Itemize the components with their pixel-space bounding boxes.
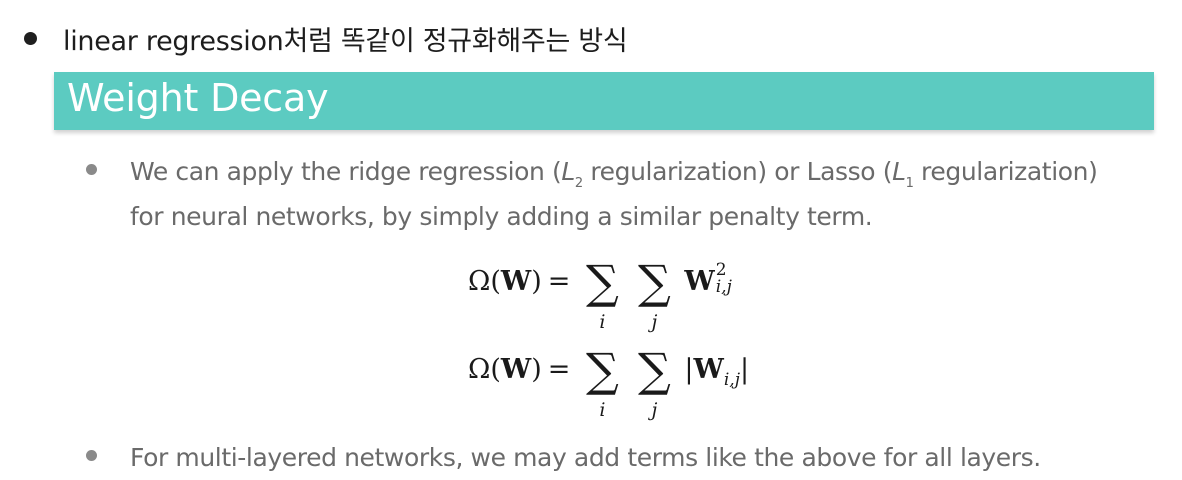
weight-symbol: W: [500, 266, 532, 297]
sum-index: i: [599, 311, 606, 333]
note-text: linear regression처럼 똑같이 정규화해주는 방식: [63, 25, 628, 57]
weight-symbol: W: [693, 354, 724, 385]
omega-open: Ω(: [468, 354, 501, 385]
bullet-dot: [86, 164, 97, 175]
abs-close: |: [739, 354, 750, 385]
l1-subscript: 1: [905, 176, 914, 191]
sum-over-i: ∑ i: [576, 342, 628, 422]
equals-sign: =: [547, 354, 571, 385]
formula-lhs: Ω(W): [468, 342, 542, 398]
bullet-1-segment: regularization) or Lasso (: [582, 157, 893, 186]
sum-index: j: [651, 399, 658, 421]
weight-symbol: W: [684, 266, 715, 297]
l2-subscript: 2: [574, 176, 583, 191]
formula-lhs: Ω(W): [468, 254, 542, 310]
sum-over-i: ∑ i: [576, 254, 628, 334]
bullet-1-segment: regularization): [913, 157, 1098, 186]
sum-symbol: ∑: [586, 343, 619, 397]
slide-bullet-1-text: We can apply the ridge regression (L2 re…: [130, 152, 1098, 237]
slide-bullet-2: For multi-layered networks, we may add t…: [86, 438, 1041, 478]
slide-bullet-1-line-1: We can apply the ridge regression (L2 re…: [130, 152, 1098, 197]
sum-index: i: [599, 399, 606, 421]
term-subscript: i,j: [723, 370, 740, 390]
slide-bullet-2-text: For multi-layered networks, we may add t…: [130, 443, 1041, 472]
paren-close: ): [531, 266, 542, 297]
sum-over-j: ∑ j: [628, 342, 680, 422]
slide-title-bar: Weight Decay: [54, 72, 1154, 130]
formula-term: |Wi,j|: [684, 342, 749, 401]
note-bullet: linear regression처럼 똑같이 정규화해주는 방식: [18, 16, 628, 60]
sum-symbol: ∑: [638, 255, 671, 309]
bullet-dot: [86, 450, 97, 461]
weight-symbol: W: [500, 354, 532, 385]
sum-symbol: ∑: [586, 255, 619, 309]
bullet-1-segment: We can apply the ridge regression (: [130, 157, 562, 186]
formula-l1-penalty: Ω(W) = ∑ i ∑ j |Wi,j|: [468, 342, 749, 422]
sum-over-j: ∑ j: [628, 254, 680, 334]
omega-open: Ω(: [468, 266, 501, 297]
slide-image: Weight Decay We can apply the ridge regr…: [54, 72, 1154, 480]
equals-sign: =: [547, 266, 571, 297]
bullet-dot: [24, 31, 37, 45]
l2-letter: L: [561, 157, 575, 186]
sum-index: j: [651, 311, 658, 333]
term-subscript: i,j: [715, 276, 732, 297]
sum-symbol: ∑: [638, 343, 671, 397]
paren-close: ): [531, 354, 542, 385]
l1-letter: L: [892, 157, 906, 186]
term-superscript: 2: [715, 259, 727, 280]
slide-title: Weight Decay: [67, 76, 329, 120]
slide-bullet-1: We can apply the ridge regression (L2 re…: [86, 152, 1098, 237]
slide-bullet-1-line-2: for neural networks, by simply adding a …: [130, 202, 873, 231]
abs-open: |: [684, 354, 694, 385]
